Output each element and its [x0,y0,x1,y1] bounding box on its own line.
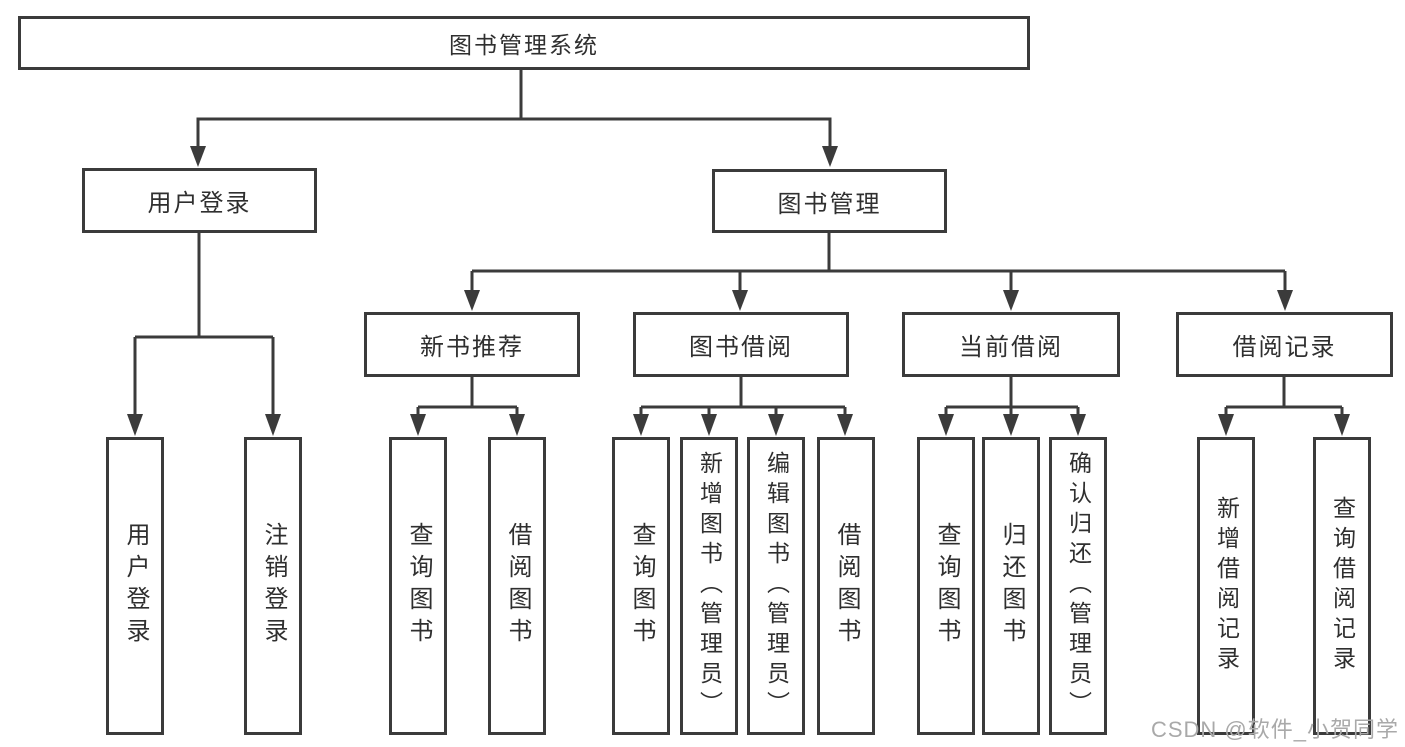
leaf-query-borrow-record: 查询借阅记录 [1313,437,1371,735]
leaf-newbook-query-book: 查询图书 [389,437,447,735]
leaf-current-query-book-label: 查询图书 [933,522,960,650]
node-user-login: 用户登录 [82,168,317,233]
leaf-newbook-query-book-label: 查询图书 [405,522,432,650]
node-new-book-recommend-label: 新书推荐 [420,334,524,361]
leaf-newbook-borrow-book: 借阅图书 [488,437,546,735]
connector-book-borrow-branch [633,377,853,436]
node-book-borrow-label: 图书借阅 [689,334,793,361]
node-library-management-system-label: 图书管理系统 [449,32,599,58]
node-current-borrow-label: 当前借阅 [959,334,1063,361]
node-library-management-system: 图书管理系统 [18,16,1030,70]
leaf-edit-book-admin: 编辑图书（管理员） [747,437,805,735]
node-user-login-label: 用户登录 [147,190,252,217]
node-book-management: 图书管理 [712,169,947,233]
leaf-borrow-query-book-label: 查询图书 [628,522,655,650]
leaf-confirm-return-admin: 确认归还（管理员） [1049,437,1107,735]
connector-root-branch [190,70,838,167]
leaf-return-book-label: 归还图书 [998,522,1025,650]
leaf-edit-book-admin-label: 编辑图书（管理员） [763,451,790,721]
connector-new-book-branch [410,377,525,436]
node-book-management-label: 图书管理 [777,190,882,218]
node-new-book-recommend: 新书推荐 [364,312,580,377]
leaf-newbook-borrow-book-label: 借阅图书 [504,522,531,650]
connector-current-borrow-branch [938,377,1086,436]
leaf-logout-label: 注销登录 [260,522,287,650]
leaf-add-borrow-record: 新增借阅记录 [1197,437,1255,735]
node-borrow-record-label: 借阅记录 [1232,334,1337,361]
leaf-return-book: 归还图书 [982,437,1040,735]
leaf-add-book-admin-label: 新增图书（管理员） [696,451,723,721]
leaf-add-book-admin: 新增图书（管理员） [680,437,738,735]
leaf-user-login-label: 用户登录 [122,522,149,650]
connector-borrow-record-branch [1218,377,1350,436]
leaf-borrow-borrow-book: 借阅图书 [817,437,875,735]
leaf-logout: 注销登录 [244,437,302,735]
csdn-watermark: CSDN @软件_小贺同学 [1150,717,1399,742]
leaf-borrow-borrow-book-label: 借阅图书 [833,522,860,650]
leaf-query-borrow-record-label: 查询借阅记录 [1329,496,1356,676]
node-book-borrow: 图书借阅 [633,312,849,377]
connector-book-mgmt-branch [464,233,1293,311]
leaf-user-login: 用户登录 [106,437,164,735]
leaf-current-query-book: 查询图书 [917,437,975,735]
connector-user-login-branch [127,233,281,436]
leaf-borrow-query-book: 查询图书 [612,437,670,735]
leaf-add-borrow-record-label: 新增借阅记录 [1213,496,1240,676]
node-current-borrow: 当前借阅 [902,312,1120,377]
node-borrow-record: 借阅记录 [1176,312,1393,377]
leaf-confirm-return-admin-label: 确认归还（管理员） [1065,451,1092,721]
